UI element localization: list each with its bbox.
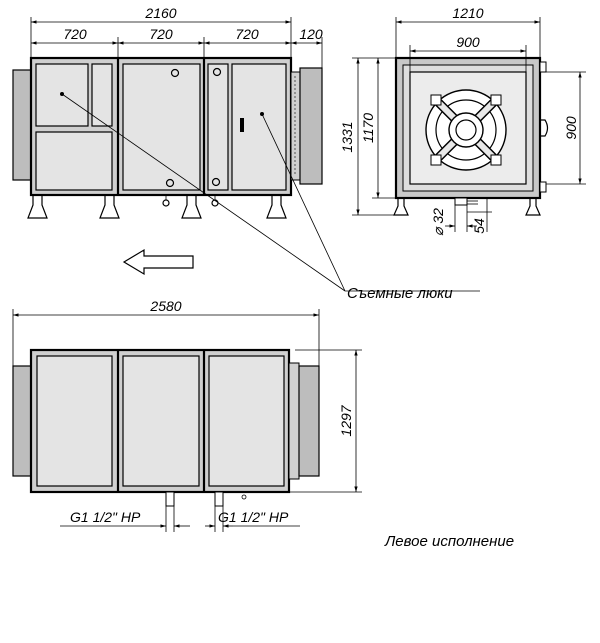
plan-view	[12, 348, 320, 507]
front-view	[12, 56, 323, 219]
dim-top-seg3: 720	[235, 26, 259, 42]
airflow-arrow-icon	[122, 248, 194, 276]
dim-pipe-right: G1 1/2" HP	[218, 509, 289, 525]
plan-panel-3	[208, 355, 285, 487]
callout-leader-1	[61, 93, 346, 292]
dim-top-total: 2160	[144, 5, 176, 21]
side-view	[393, 56, 549, 216]
dim-plan-height: 1297	[338, 404, 354, 436]
plan-right-duct	[298, 365, 320, 477]
dim-drain-offset: 54	[471, 218, 487, 234]
section-2-panel	[122, 63, 201, 191]
dim-top-flange: 120	[299, 26, 323, 42]
dim-side-h-inner: 900	[563, 116, 579, 140]
plan-panel-2	[122, 355, 200, 487]
dim-side-h-body: 1170	[360, 113, 376, 143]
dim-side-inner: 900	[456, 34, 480, 50]
callout-leader-2	[261, 113, 346, 292]
plan-view-dimensions: 2580 1297 G1 1/2" HP G1 1/2" HP	[12, 298, 362, 532]
label-left-variant: Левое исполнение	[384, 533, 514, 550]
front-view-dimensions: 2160 720 720 720 120	[30, 5, 323, 68]
dim-top-seg1: 720	[63, 26, 87, 42]
side-view-dimensions: 1210 900 1331 1170 900 ⌀ 32 54	[339, 5, 586, 236]
dim-pipe-left: G1 1/2" HP	[70, 509, 141, 525]
right-duct	[299, 67, 323, 185]
hatch-small-bottom	[35, 131, 113, 191]
left-duct	[12, 69, 32, 181]
dim-plan-total: 2580	[149, 298, 181, 314]
label-removable-hatches: Съемные люки	[347, 285, 453, 302]
dim-side-width: 1210	[452, 5, 483, 21]
dim-drain-diameter: ⌀ 32	[430, 208, 446, 236]
dim-top-seg2: 720	[149, 26, 173, 42]
dim-side-h-outer: 1331	[339, 121, 355, 152]
fan-hub	[448, 112, 484, 148]
plan-panel-1	[36, 355, 113, 487]
plan-left-duct	[12, 365, 32, 477]
